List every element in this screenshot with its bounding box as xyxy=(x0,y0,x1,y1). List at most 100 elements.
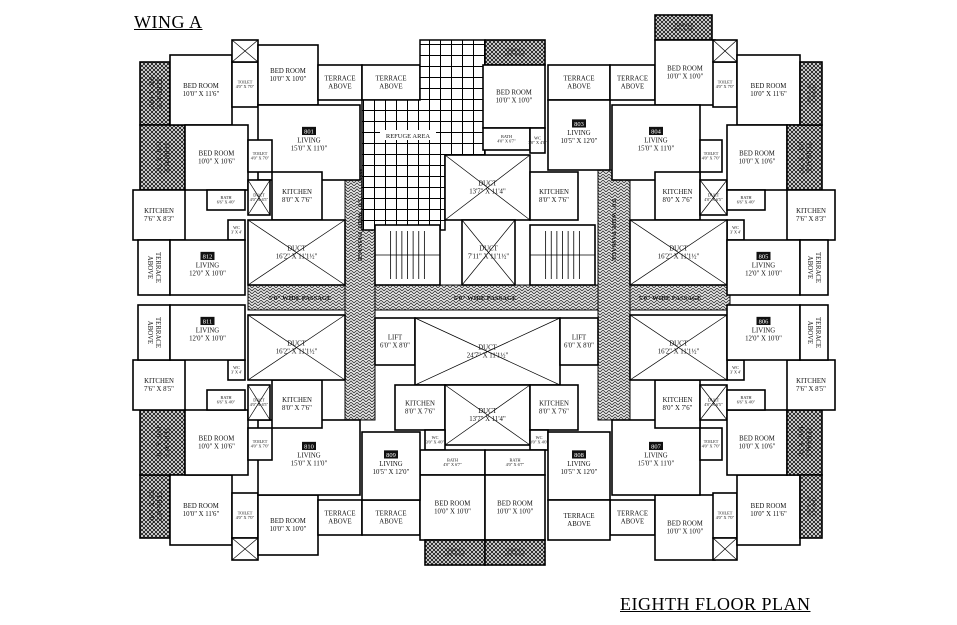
unit-number-badge xyxy=(302,126,316,136)
room-size: 4'0" X 7'0" xyxy=(702,156,721,161)
duct-cross xyxy=(247,219,346,286)
room-label: LIVING xyxy=(379,461,402,468)
room-size: 10'0" X 11'6" xyxy=(750,511,787,518)
room-size: 12'0" X 10'0" xyxy=(745,270,782,277)
passage-label: 5'0" WIDE PASSAGE xyxy=(356,199,363,262)
room-size: 6'6" X 4'0" xyxy=(737,400,756,405)
wall-outline xyxy=(139,409,186,476)
room-label: TOILET xyxy=(253,439,268,444)
room-size: 4'0" X 7'0" xyxy=(716,515,735,520)
room-size: 12'0" X 10'0" xyxy=(745,335,782,342)
unit-number-badge xyxy=(756,316,771,326)
room-label: BATH xyxy=(741,395,752,400)
room-label: KITCHEN xyxy=(282,189,312,196)
room-label: REFUGE AREA xyxy=(386,133,431,140)
room-size: 7'6" X 8'5" xyxy=(144,386,174,393)
room-size: 10'6" X 7'6" xyxy=(155,141,162,175)
room-label: LIVING xyxy=(567,130,590,137)
room-label: KITCHEN xyxy=(405,400,435,407)
wall-outline xyxy=(206,189,246,211)
room-size: 4'0" X 6'7" xyxy=(443,462,462,467)
room-size: 10'0" X 5'0" xyxy=(445,552,466,557)
room-label: WC xyxy=(534,135,541,140)
room-size: 15'0" X 11'0" xyxy=(638,145,675,152)
room-size: 10'5" X 12'0" xyxy=(373,469,410,476)
unit-number-badge xyxy=(649,441,663,451)
room-label: WC xyxy=(233,225,240,230)
room-label: BED ROOM xyxy=(435,500,471,507)
room-label: TERRACE xyxy=(617,75,648,82)
duct xyxy=(712,537,738,561)
wall-outline xyxy=(609,64,656,101)
room-size: 10'0" X 5'0" xyxy=(505,52,526,57)
wall-outline xyxy=(482,64,546,129)
duct-cross xyxy=(712,537,738,561)
room-text: WC3' X 4' xyxy=(730,225,741,235)
room-size: 10'0" X 5'0" xyxy=(673,27,694,32)
room-size: 4'0" X 6'7" xyxy=(506,462,525,467)
room-size: 4'0" X 7'0" xyxy=(716,84,735,89)
wall-outline xyxy=(317,64,363,101)
unit-number-badge xyxy=(302,441,316,451)
wc: WC3' X 4' xyxy=(227,359,246,381)
room-label: DUCT xyxy=(478,408,497,415)
room-size: 13'7" X 11'4" xyxy=(469,188,506,195)
duct-cross xyxy=(444,154,531,221)
room-size: 4'0" X 7'0" xyxy=(251,444,270,449)
wall-outline xyxy=(419,474,486,541)
staircase xyxy=(529,224,596,286)
wall-outline xyxy=(271,379,323,429)
room-size: 12'0" X 10'0" xyxy=(189,335,226,342)
room-label: LIVING xyxy=(752,263,775,270)
room-size: ABOVE xyxy=(328,83,351,90)
room-size: 16'2" X 11'1½" xyxy=(276,348,318,355)
